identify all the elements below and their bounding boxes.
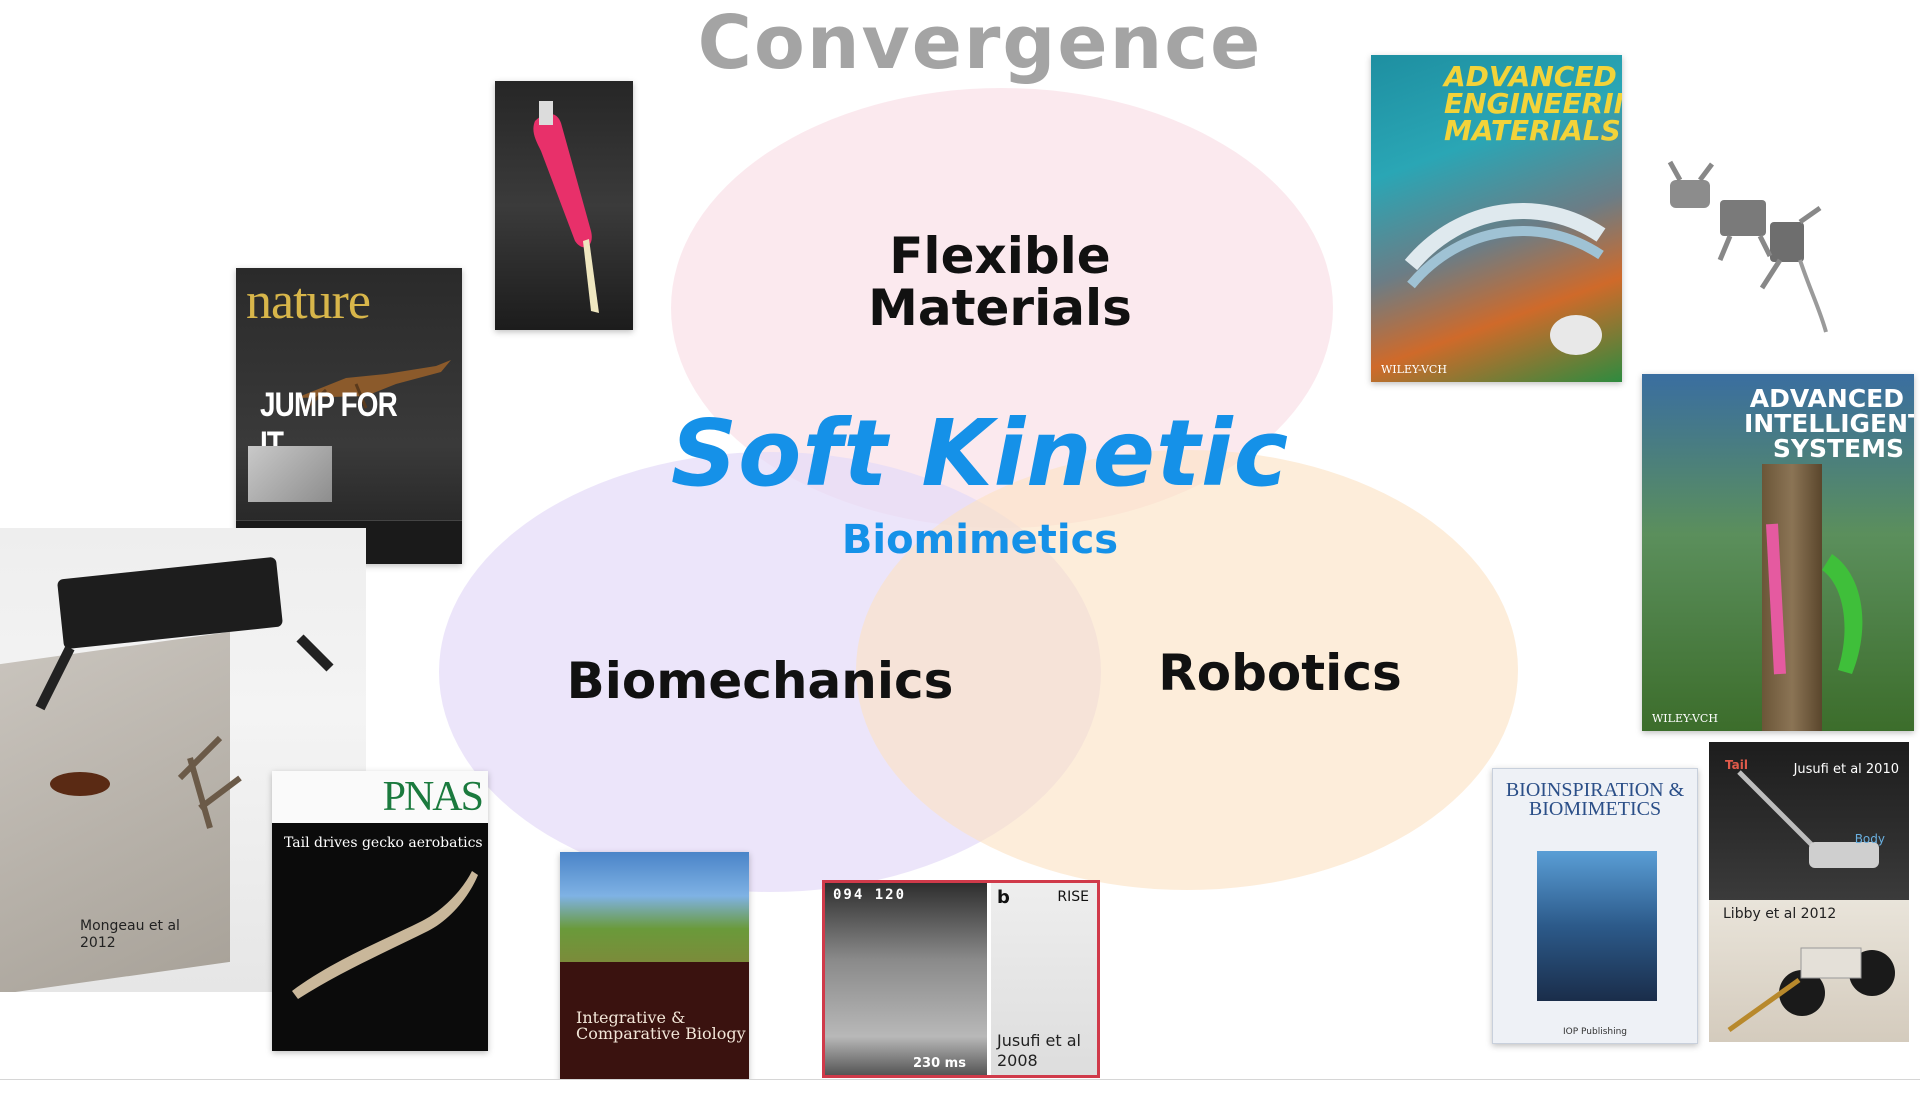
aem-artwork (1404, 203, 1606, 355)
mongeau-caption: Mongeau et al 2012 (80, 918, 180, 951)
frame-numbers: 094 120 (833, 887, 907, 903)
gecko-robot-image (1667, 160, 1828, 333)
icb-title: Integrative & Comparative Biology (576, 1008, 746, 1043)
bib-cover: BIOINSPIRATION & BIOMIMETICS IOP Publish… (1492, 768, 1698, 1044)
video-frame-b (991, 883, 1097, 1075)
video-frame-a (825, 883, 987, 1075)
pnas-logo: PNAS (382, 774, 484, 820)
bib-title: BIOINSPIRATION & BIOMIMETICS (1505, 779, 1685, 820)
gecko-robot-drawing (1650, 160, 1830, 340)
soft-robot-image (533, 101, 599, 313)
label-robotics: Robotics (1158, 644, 1402, 702)
nature-cover: nature JUMP FOR IT (236, 268, 462, 564)
icb-photo (560, 852, 749, 962)
frame-time: 230 ms (913, 1056, 966, 1071)
circle-robotics (856, 450, 1518, 890)
pnas-headline: Tail drives gecko aerobatics (284, 835, 483, 851)
aem-title: ADVANCED ENGINEERING MATERIALS (1444, 60, 1622, 147)
bib-figure-grid (1537, 851, 1657, 1001)
ais-cover: ADVANCED INTELLIGENT SYSTEMS WILEY-VCH (1642, 374, 1914, 731)
icb-cover: Integrative & Comparative Biology (560, 852, 749, 1079)
label-biomechanics: Biomechanics (566, 652, 954, 710)
bib-publisher: IOP Publishing (1562, 1027, 1628, 1037)
lizard-image (296, 360, 451, 410)
ais-gecko-image (1766, 523, 1863, 675)
gecko-video-frames: 094 120 230 ms b RISE Jusufi et al 2008 (822, 880, 1100, 1078)
panel-label: b (997, 887, 1010, 908)
center-subtitle: Biomimetics (841, 517, 1119, 563)
rise-label: RISE (1057, 889, 1089, 905)
nature-headline: JUMP FOR IT (260, 386, 398, 463)
center-title: Soft Kinetic (670, 400, 1290, 507)
slide-title: Convergence (697, 0, 1263, 86)
tailed-car-photo: Libby et al 2012 (1709, 900, 1909, 1042)
tail-label: Tail (1725, 758, 1748, 772)
tail-robot-image (1737, 770, 1879, 868)
ais-title: ADVANCED INTELLIGENT SYSTEMS (1744, 384, 1914, 463)
pnas-gecko-image (292, 871, 478, 999)
jusufi-2008-caption: Jusufi et al 2008 (997, 1031, 1081, 1070)
aem-publisher: WILEY-VCH (1381, 363, 1447, 376)
jusufi-2010-caption: Jusufi et al 2010 (1793, 762, 1899, 777)
nature-masthead: nature (246, 273, 371, 330)
tail-robot-photo: Tail Jusufi et al 2010 Body (1709, 742, 1909, 900)
block-image (248, 446, 332, 502)
car-tail-image (1727, 947, 1862, 1033)
robot-lizard-image (35, 557, 334, 829)
aem-cover: ADVANCED ENGINEERING MATERIALS WILEY-VCH (1371, 55, 1622, 382)
pnas-cover: PNAS Tail drives gecko aerobatics (272, 771, 488, 1051)
pink-soft-robot-photo (495, 81, 633, 330)
libby-caption: Libby et al 2012 (1723, 906, 1837, 922)
ais-publisher: WILEY-VCH (1652, 712, 1718, 725)
body-label: Body (1854, 832, 1885, 846)
label-flexible-materials: Flexible Materials (868, 227, 1132, 337)
pnas-header (272, 771, 488, 823)
